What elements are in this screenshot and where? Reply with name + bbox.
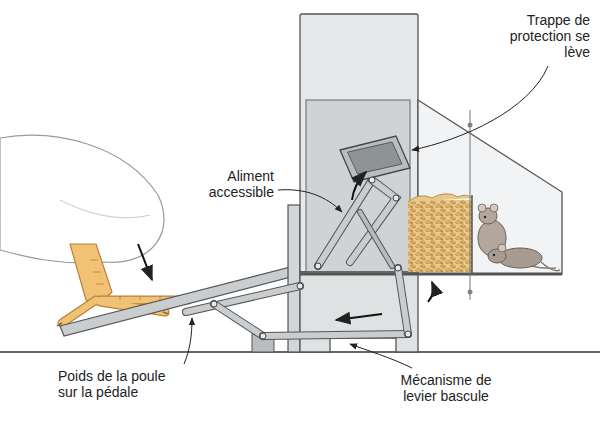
lever-linkage-part — [186, 286, 300, 312]
pivot-points-part — [395, 265, 401, 271]
rats-part — [493, 254, 495, 256]
leader-lines-part — [184, 318, 192, 364]
lever-linkage-part — [398, 268, 408, 334]
pivot-points-part — [405, 331, 411, 337]
feeder-body-part — [471, 195, 473, 274]
lever-linkage — [186, 136, 410, 336]
lever-linkage-part — [350, 180, 396, 262]
feeder-body-part — [470, 110, 471, 300]
motion-arrows-part — [336, 314, 382, 320]
feeder-body-part — [300, 273, 562, 276]
feeder-body-part — [408, 200, 472, 272]
motion-arrows — [138, 172, 433, 320]
callout-label: Poids de la poule sur la pédale — [58, 368, 186, 400]
motion-arrows-part — [428, 282, 433, 302]
pivot-points-part — [393, 195, 399, 201]
rats — [478, 204, 560, 271]
leader-lines-part — [278, 190, 342, 212]
hen — [0, 135, 192, 326]
hen-part — [70, 244, 112, 304]
rats-part — [484, 216, 486, 218]
lever-linkage-part — [214, 304, 263, 336]
pivot-points-part — [369, 177, 375, 183]
lever-linkage-part — [350, 180, 396, 262]
lever-linkage-part — [263, 334, 408, 336]
lever-linkage-part — [398, 268, 408, 334]
pivot-points — [211, 177, 411, 339]
lever-linkage-part — [186, 286, 300, 312]
callout-label: Aliment accessible — [196, 168, 274, 200]
callout-label: Trappe de protection se lève — [492, 12, 590, 60]
feeder-body-part — [408, 194, 472, 202]
rats-part — [478, 204, 486, 212]
rats-part — [498, 244, 506, 252]
lever-linkage-part — [214, 304, 263, 336]
feeder-body-part — [306, 100, 410, 272]
lever-linkage-part — [348, 142, 402, 174]
hen-part — [90, 260, 160, 300]
feeder-body-part — [300, 14, 418, 272]
hen-part — [60, 200, 150, 218]
leader-lines-part — [350, 344, 412, 368]
lever-linkage-part — [360, 212, 392, 266]
pedal-part — [60, 264, 306, 336]
feeder-body-part — [288, 205, 300, 352]
feeder-body — [288, 14, 562, 352]
leader-lines — [184, 66, 548, 368]
pivot-points-part — [260, 333, 266, 339]
rats-part — [490, 204, 498, 212]
pivot-points-part — [297, 283, 303, 289]
motion-arrows-part — [138, 244, 152, 280]
lever-linkage-part — [360, 212, 392, 266]
lever-linkage-part — [340, 136, 410, 182]
lever-linkage-part — [263, 334, 408, 336]
pivot-points-part — [211, 301, 217, 307]
leader-lines-part — [412, 66, 548, 150]
pivot-points-part — [315, 263, 321, 269]
rats-part — [541, 262, 560, 271]
callout-label: Mécanisme de levier bascule — [384, 372, 508, 404]
motion-arrows-part — [352, 172, 366, 200]
